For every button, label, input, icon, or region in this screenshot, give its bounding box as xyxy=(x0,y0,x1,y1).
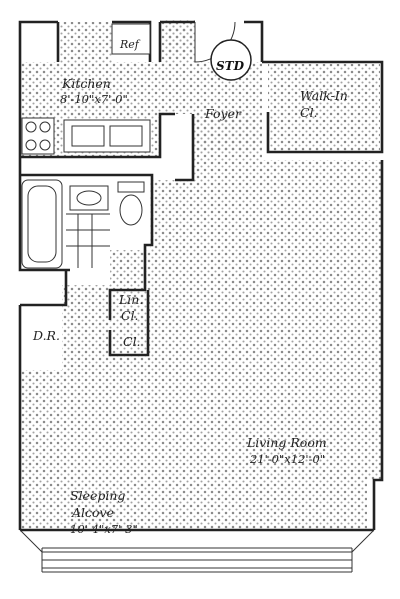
kitchen-fixtures xyxy=(21,23,151,155)
bath-fixtures xyxy=(21,179,145,269)
sleeping-alcove-name2: Alcove xyxy=(71,505,114,520)
dining-name: D.R. xyxy=(32,328,60,343)
room-labels: Ref STD Kitchen 8'-10"x7'-0" Foyer Walk-… xyxy=(32,38,348,536)
walls xyxy=(18,20,384,573)
linen-closet-suffix: Cl. xyxy=(121,308,139,323)
sleeping-alcove-dims: 10'-4"x7'-3" xyxy=(70,522,138,536)
living-room-name: Living Room xyxy=(246,435,327,450)
std-fixture xyxy=(210,39,252,81)
kitchen-name: Kitchen xyxy=(61,76,111,91)
linen-closet-name: Lin. xyxy=(118,292,143,307)
walk-in-name: Walk-In xyxy=(300,88,348,103)
kitchen-dims: 8'-10"x7'-0" xyxy=(60,92,128,106)
closet-name: Cl. xyxy=(123,334,141,349)
sleeping-alcove-name: Sleeping xyxy=(70,488,125,503)
living-room-dims: 21'-0"x12'-0" xyxy=(249,452,325,466)
foyer-name: Foyer xyxy=(204,106,242,121)
refrigerator xyxy=(111,23,151,55)
ref-label: Ref xyxy=(119,38,141,51)
walk-in-suffix: Cl. xyxy=(300,105,318,120)
std-label: STD xyxy=(216,59,245,73)
